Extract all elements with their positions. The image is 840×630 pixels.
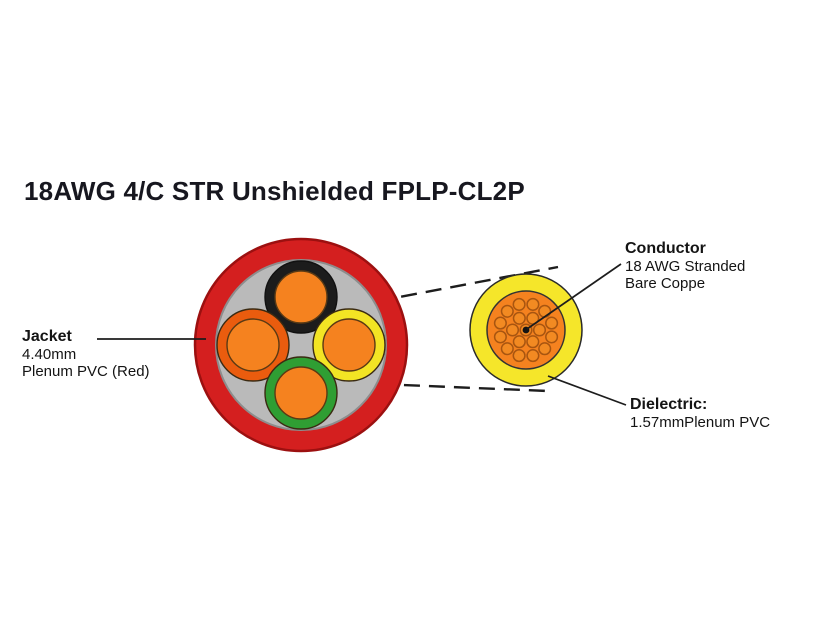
strand [526,335,540,349]
dielectric-leader-line [547,375,627,406]
conductor-label-line1: 18 AWG Stranded [625,258,746,275]
leader-lines [97,263,627,406]
strand [538,342,552,356]
dielectric-label: Dielectric: 1.57mmPlenum PVC [630,396,770,431]
strand [500,304,514,318]
filler-core [215,259,387,431]
strand [526,349,540,363]
strand [526,297,540,311]
conductor-right-yellow [312,308,386,382]
strand [512,349,526,363]
jacket-label: Jacket 4.40mm Plenum PVC (Red) [22,328,150,380]
strand [538,304,552,318]
strand [493,316,507,330]
conductor-zoom-view [469,273,583,387]
jacket-label-line1: 4.40mm [22,346,77,363]
strand [493,330,507,344]
diagram-title: 18AWG 4/C STR Unshielded FPLP-CL2P [24,176,525,206]
conductor-left-orange [216,308,290,382]
dielectric-label-heading: Dielectric: [630,396,708,413]
strand [545,330,559,344]
strand [505,323,520,337]
strand [512,297,526,311]
strand [500,342,514,356]
cable-cross-section [193,237,409,453]
strand [512,335,526,349]
jacket-label-line2: Plenum PVC (Red) [22,363,150,380]
copper-core [274,270,328,324]
copper-core [322,318,376,372]
conductor-label-line2: Bare Coppe [625,275,706,292]
strand [532,323,547,337]
strand [545,316,559,330]
conductor-leader-line [526,263,622,330]
conductor-label-heading: Conductor [625,240,706,257]
conductor-top-black [264,260,338,334]
conductor-bottom-green [264,356,338,430]
dielectric-label-line1: 1.57mmPlenum PVC [630,414,771,431]
copper-core [274,366,328,420]
conductor-label: Conductor 18 AWG Stranded Bare Coppe [625,240,745,292]
strand [512,311,526,325]
jacket-label-heading: Jacket [22,328,72,345]
copper-strands [493,297,559,363]
copper-core [226,318,280,372]
